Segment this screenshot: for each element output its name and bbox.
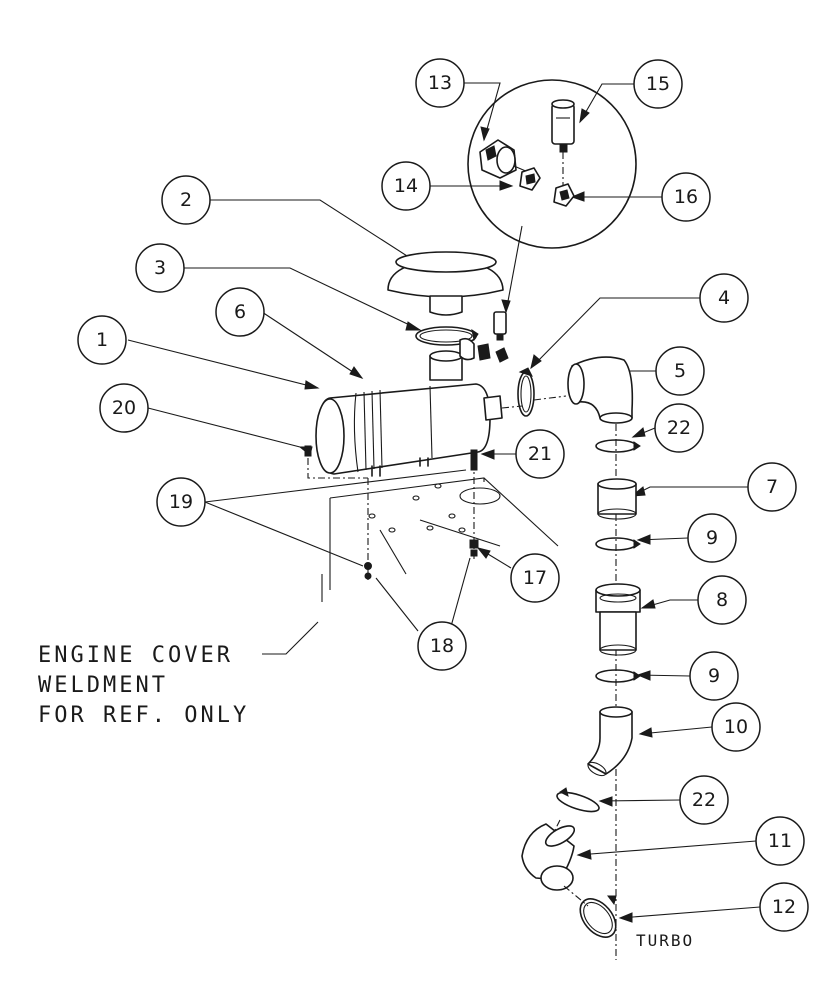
- rain-cap: [387, 251, 504, 316]
- callout-22-lower: 22: [679, 775, 729, 825]
- svg-text:1: 1: [96, 329, 108, 351]
- callout-14: 14: [381, 161, 431, 211]
- svg-text:12: 12: [772, 896, 796, 918]
- cap-clamp: [415, 326, 479, 346]
- elbow-45: [587, 706, 633, 777]
- svg-text:18: 18: [430, 635, 454, 657]
- svg-text:3: 3: [154, 257, 166, 279]
- svg-text:17: 17: [523, 567, 547, 589]
- callout-5: 5: [655, 346, 705, 396]
- note-line-3: FOR REF. ONLY: [38, 703, 249, 728]
- callout-2: 2: [161, 175, 211, 225]
- callout-7: 7: [747, 462, 797, 512]
- callout-4: 4: [699, 273, 749, 323]
- svg-text:9: 9: [706, 527, 718, 549]
- intake-piping: [517, 356, 641, 960]
- svg-text:7: 7: [766, 476, 778, 498]
- callout-6: 6: [215, 287, 265, 337]
- callout-9-upper: 9: [687, 513, 737, 563]
- callout-15: 15: [633, 59, 683, 109]
- hose-coupler: [597, 478, 637, 520]
- callout-11: 11: [755, 816, 805, 866]
- svg-text:13: 13: [428, 72, 452, 94]
- rubber-elbow: [567, 356, 634, 424]
- reference-note: ENGINE COVER WELDMENT FOR REF. ONLY: [38, 643, 249, 728]
- mounting-bolt: [304, 445, 368, 479]
- elbow-90: [521, 823, 576, 891]
- svg-text:8: 8: [716, 589, 728, 611]
- callout-17: 17: [510, 553, 560, 603]
- svg-text:22: 22: [692, 789, 716, 811]
- callout-10: 10: [711, 702, 761, 752]
- svg-text:9: 9: [708, 665, 720, 687]
- callout-18: 18: [417, 621, 467, 671]
- svg-text:21: 21: [528, 443, 552, 465]
- detail-view-circle: [467, 79, 637, 249]
- svg-text:5: 5: [674, 360, 686, 382]
- callout-20: 20: [99, 383, 149, 433]
- turbo-label: TURBO: [636, 931, 694, 950]
- callout-22-upper: 22: [654, 403, 704, 453]
- air-cleaner-assembly: [315, 251, 523, 477]
- callout-13: 13: [415, 58, 465, 108]
- svg-text:19: 19: [169, 491, 193, 513]
- note-line-2: WELDMENT: [38, 673, 168, 698]
- callout-8: 8: [697, 575, 747, 625]
- transition-tube: [595, 583, 641, 656]
- callout-3: 3: [135, 243, 185, 293]
- callout-9-lower: 9: [689, 651, 739, 701]
- svg-text:6: 6: [234, 301, 246, 323]
- turbo-clamp: [579, 895, 617, 938]
- fitting-tee: [519, 167, 541, 191]
- note-line-1: ENGINE COVER: [38, 643, 233, 668]
- callout-1: 1: [77, 315, 127, 365]
- fitting-elbow: [553, 183, 575, 207]
- svg-text:2: 2: [180, 189, 192, 211]
- callout-21: 21: [515, 429, 565, 479]
- svg-text:22: 22: [667, 417, 691, 439]
- callout-16: 16: [661, 172, 711, 222]
- svg-text:14: 14: [394, 175, 418, 197]
- svg-text:15: 15: [646, 73, 670, 95]
- engine-cover-weldment: [262, 449, 559, 655]
- svg-text:4: 4: [718, 287, 730, 309]
- hose-clamp: [517, 367, 535, 417]
- filter-restriction-indicator: [551, 99, 575, 153]
- svg-text:16: 16: [674, 186, 698, 208]
- svg-text:10: 10: [724, 716, 748, 738]
- svg-text:11: 11: [768, 830, 792, 852]
- svg-text:20: 20: [112, 397, 136, 419]
- service-indicator-fittings: [459, 311, 509, 363]
- callout-19: 19: [156, 477, 206, 527]
- restriction-indicator-adapter: [479, 139, 529, 179]
- callout-12: 12: [759, 882, 809, 932]
